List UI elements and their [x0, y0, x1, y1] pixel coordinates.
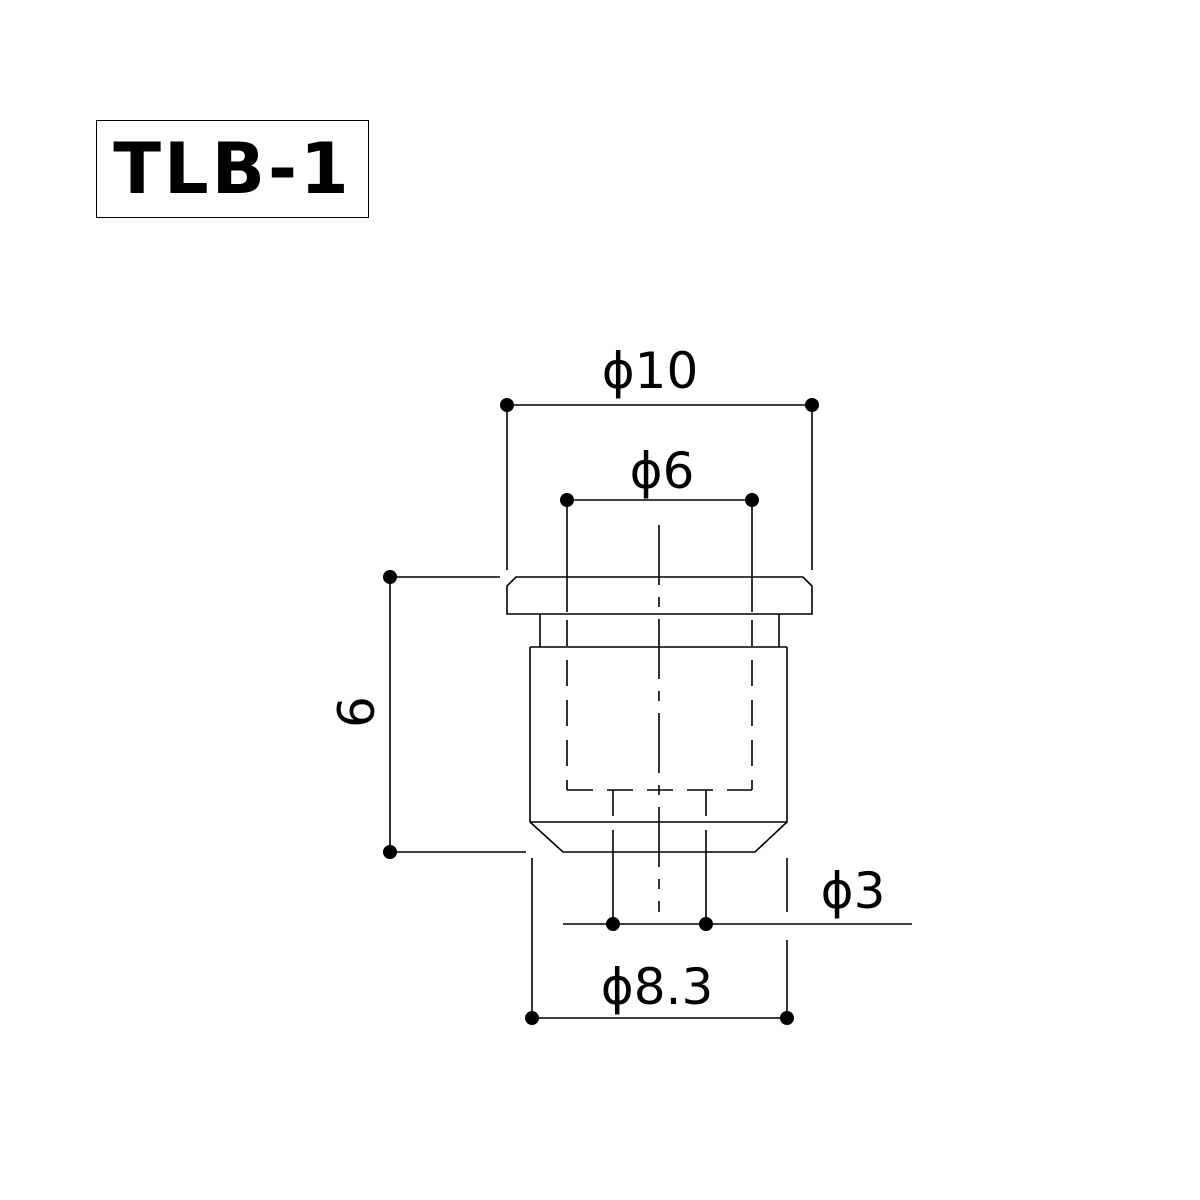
dot-phi83-left [525, 1011, 539, 1025]
extension-lines [390, 405, 813, 1018]
dot-phi10-left [500, 398, 514, 412]
label-phi8-3: ϕ8.3 [601, 958, 714, 1016]
dot-h9-top [383, 570, 397, 584]
label-phi3: ϕ3 [821, 862, 886, 920]
dot-phi6-right [745, 493, 759, 507]
dot-phi10-right [805, 398, 819, 412]
title-box: TLB-1 [96, 120, 369, 218]
label-height-9: 9 [325, 696, 383, 728]
flange [506, 576, 813, 615]
dimension-lines [389, 404, 912, 1019]
dot-phi83-right [780, 1011, 794, 1025]
dot-h9-bottom [383, 845, 397, 859]
dot-phi3-right [699, 917, 713, 931]
dimension-dots [383, 398, 819, 1025]
neck [539, 614, 780, 647]
dot-phi6-left [560, 493, 574, 507]
part-number-title: TLB-1 [113, 128, 352, 210]
label-phi6: ϕ6 [630, 442, 695, 500]
dot-phi3-left [606, 917, 620, 931]
label-phi10: ϕ10 [602, 342, 699, 400]
